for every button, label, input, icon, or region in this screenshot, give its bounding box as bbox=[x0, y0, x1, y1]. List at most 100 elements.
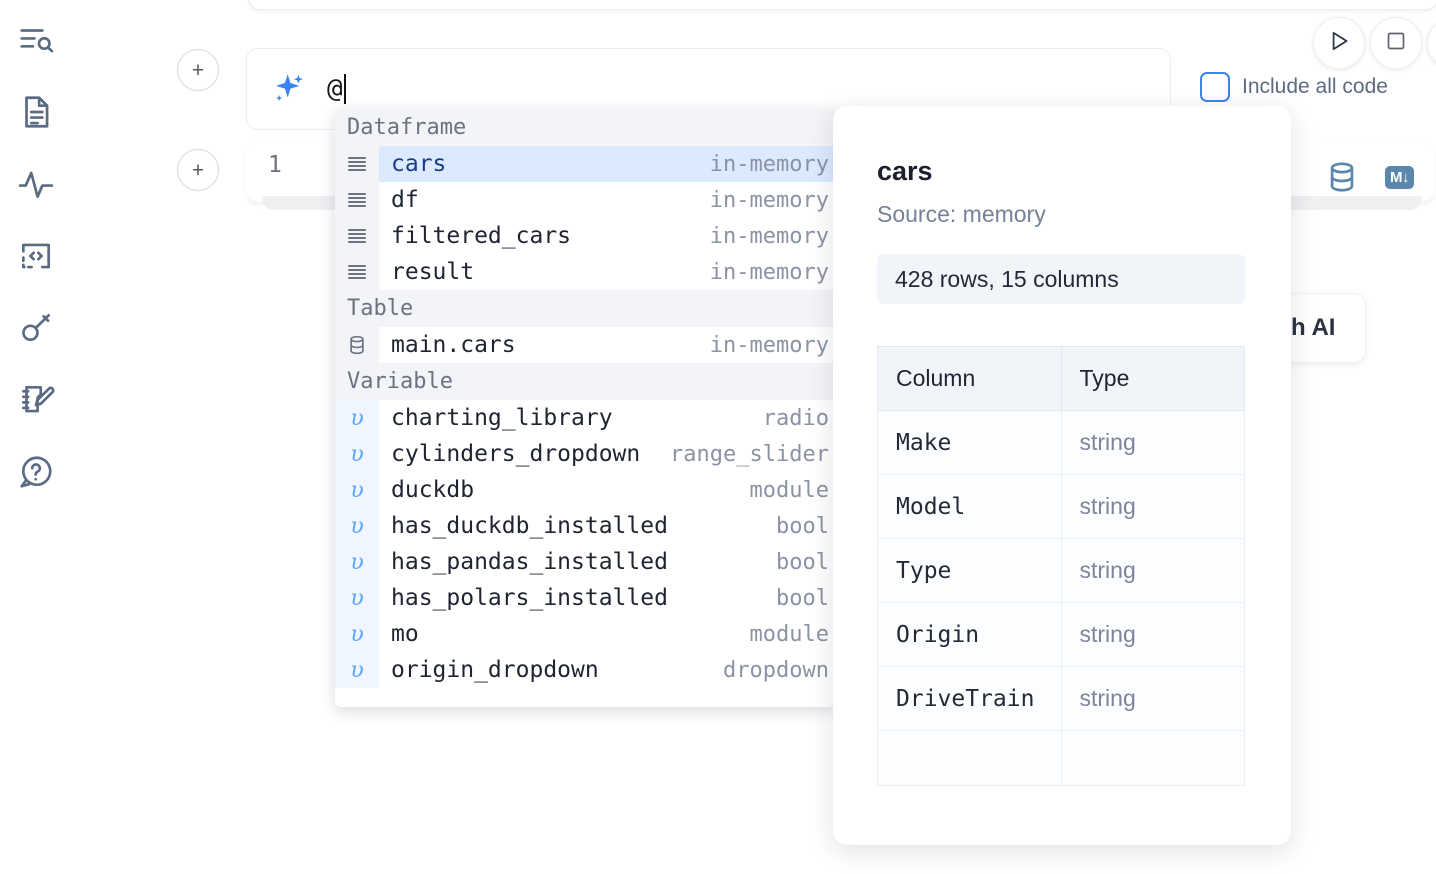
schema-table-row-partial bbox=[877, 730, 1245, 786]
autocomplete-item-kind: in-memory bbox=[709, 151, 829, 177]
details-source: Source: memory bbox=[877, 201, 1046, 227]
autocomplete-item-name: df bbox=[391, 187, 419, 213]
variable-icon: υ bbox=[335, 616, 379, 652]
notebook-pencil-icon bbox=[17, 381, 55, 419]
autocomplete-item-kind: bool bbox=[776, 585, 829, 611]
autocomplete-group-header: Table bbox=[335, 290, 835, 327]
schema-cell-type: string bbox=[1060, 602, 1245, 667]
text-cursor bbox=[343, 74, 346, 104]
autocomplete-group-header: Dataframe bbox=[335, 109, 835, 146]
dataframe-rows-icon bbox=[335, 218, 379, 254]
autocomplete-item-kind: in-memory bbox=[709, 223, 829, 249]
sidebar-item-snippets[interactable] bbox=[10, 230, 62, 282]
schema-table-row: DriveTrain string bbox=[877, 666, 1245, 731]
markdown-badge[interactable]: M↓ bbox=[1385, 165, 1414, 189]
variable-icon: υ bbox=[335, 472, 379, 508]
autocomplete-item[interactable]: υ has_polars_installed bool bbox=[335, 580, 835, 616]
autocomplete-item-body: df in-memory bbox=[379, 182, 835, 218]
autocomplete-item-kind: range_slider bbox=[670, 441, 829, 467]
schema-cell-type bbox=[1060, 730, 1245, 786]
include-all-code-toggle[interactable]: Include all code bbox=[1200, 72, 1388, 102]
schema-column-name: Make bbox=[896, 429, 952, 456]
schema-header-type: Type bbox=[1060, 346, 1245, 411]
plus-icon[interactable]: + bbox=[177, 149, 219, 191]
play-icon bbox=[1326, 28, 1352, 59]
autocomplete-item[interactable]: main.cars in-memory bbox=[335, 327, 835, 363]
sidebar-item-outline[interactable] bbox=[10, 14, 62, 66]
ai-prompt-input[interactable]: @ bbox=[327, 74, 346, 104]
autocomplete-item[interactable]: df in-memory bbox=[335, 182, 835, 218]
details-title: cars bbox=[877, 156, 933, 186]
more-options-button[interactable] bbox=[1427, 17, 1436, 69]
sidebar-item-help[interactable] bbox=[10, 446, 62, 498]
variable-icon: υ bbox=[335, 544, 379, 580]
autocomplete-item[interactable]: cars in-memory bbox=[335, 146, 835, 182]
variable-icon: υ bbox=[335, 652, 379, 688]
database-icon[interactable] bbox=[1325, 160, 1359, 194]
stop-button[interactable] bbox=[1370, 17, 1422, 69]
file-document-icon bbox=[17, 93, 55, 131]
autocomplete-item-kind: in-memory bbox=[709, 187, 829, 213]
sparkle-icon bbox=[269, 69, 309, 109]
autocomplete-item-body: has_polars_installed bool bbox=[379, 580, 835, 616]
checkbox-icon[interactable] bbox=[1200, 72, 1230, 102]
schema-table-header-row: Column Type bbox=[877, 346, 1245, 411]
autocomplete-item-kind: dropdown bbox=[723, 657, 829, 683]
details-shape-badge: 428 rows, 15 columns bbox=[877, 254, 1245, 304]
autocomplete-item-name: main.cars bbox=[391, 332, 516, 358]
add-cell-button-top[interactable]: + bbox=[177, 49, 219, 91]
variable-icon: υ bbox=[335, 580, 379, 616]
autocomplete-item-name: origin_dropdown bbox=[391, 657, 599, 683]
sidebar-item-scratchpad[interactable] bbox=[10, 374, 62, 426]
sidebar-item-files[interactable] bbox=[10, 86, 62, 138]
run-button[interactable] bbox=[1313, 17, 1365, 69]
autocomplete-item-body: main.cars in-memory bbox=[379, 327, 835, 363]
autocomplete-item-kind: module bbox=[749, 477, 829, 503]
autocomplete-item-name: cars bbox=[391, 151, 447, 177]
line-number: 1 bbox=[268, 152, 282, 178]
include-all-code-label: Include all code bbox=[1242, 75, 1388, 98]
schema-cell-column: Model bbox=[877, 474, 1062, 539]
dataframe-rows-icon bbox=[335, 182, 379, 218]
sidebar-item-activity[interactable] bbox=[10, 158, 62, 210]
autocomplete-item-kind: in-memory bbox=[709, 332, 829, 358]
sidebar-item-secrets[interactable] bbox=[10, 302, 62, 354]
autocomplete-item-kind: in-memory bbox=[709, 259, 829, 285]
schema-column-name: Origin bbox=[896, 621, 980, 648]
dataframe-rows-icon bbox=[335, 146, 379, 182]
schema-cell-column: Origin bbox=[877, 602, 1062, 667]
autocomplete-item-name: has_duckdb_installed bbox=[391, 513, 668, 539]
schema-cell-type: string bbox=[1060, 666, 1245, 731]
schema-column-name: DriveTrain bbox=[896, 685, 1035, 712]
plus-icon[interactable]: + bbox=[177, 49, 219, 91]
left-sidebar bbox=[0, 0, 72, 874]
stop-icon bbox=[1384, 29, 1408, 58]
variable-icon: υ bbox=[335, 436, 379, 472]
add-cell-button-bottom[interactable]: + bbox=[177, 149, 219, 191]
autocomplete-item-name: has_polars_installed bbox=[391, 585, 668, 611]
occluded-ai-card[interactable]: h AI bbox=[1282, 293, 1366, 363]
autocomplete-item-body: origin_dropdown dropdown bbox=[379, 652, 835, 688]
schema-column-type: string bbox=[1079, 621, 1136, 647]
database-icon bbox=[335, 327, 379, 363]
autocomplete-item[interactable]: υ origin_dropdown dropdown bbox=[335, 652, 835, 688]
autocomplete-item-name: mo bbox=[391, 621, 419, 647]
variable-icon: υ bbox=[335, 508, 379, 544]
